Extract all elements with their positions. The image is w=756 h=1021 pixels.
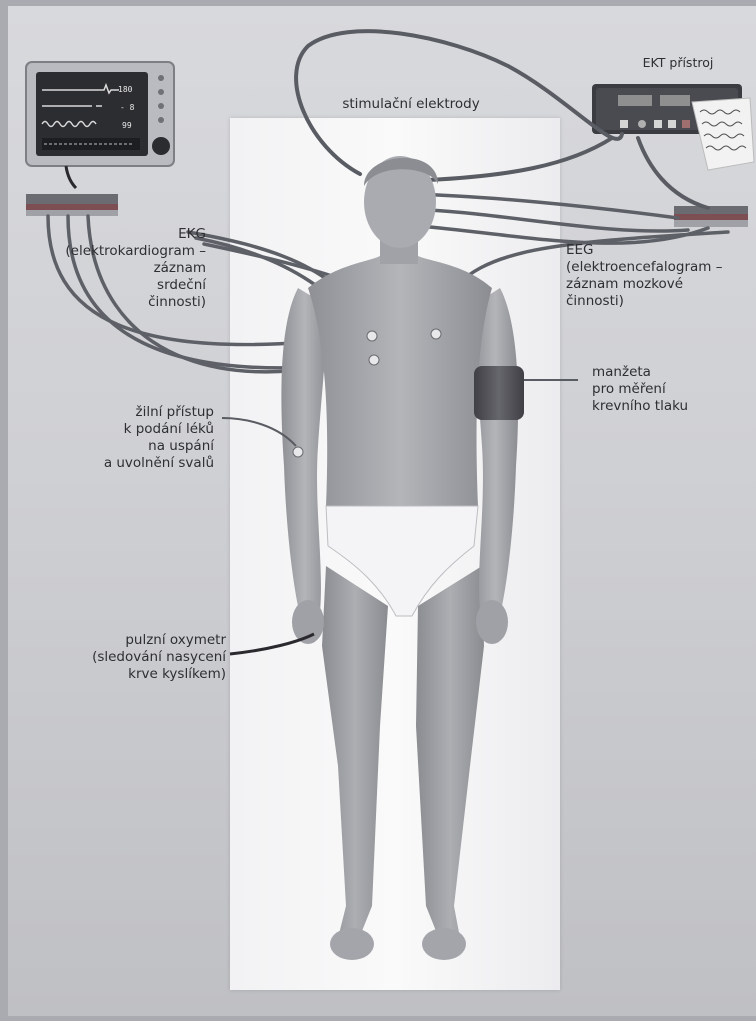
blood-pressure-cuff-label: manžeta pro měření krevního tlaku xyxy=(592,364,742,415)
ekt-device-label: EKT přístroj xyxy=(618,54,738,71)
eeg-label: EEG (elektroencefalogram – záznam mozkov… xyxy=(566,242,756,310)
ekg-label: EKG (elektrokardiogram – záznam srdeční … xyxy=(48,226,206,311)
ekt-device-icon xyxy=(592,84,754,170)
iv-access-label: žilní přístup k podání léků na uspání a … xyxy=(72,404,214,472)
iv-access-point xyxy=(293,447,303,457)
svg-text:180: 180 xyxy=(118,85,133,94)
svg-text:- 8: - 8 xyxy=(120,103,135,112)
eeg-connector-block xyxy=(674,206,748,227)
svg-text:99: 99 xyxy=(122,121,132,130)
patient-monitor-icon: 180 - 8 99 xyxy=(26,62,174,166)
ekg-connector-block xyxy=(26,194,118,216)
stimulation-electrodes-label: stimulační elektrody xyxy=(318,96,504,113)
blood-pressure-cuff xyxy=(474,366,524,420)
diagram-artwork: 180 - 8 99 xyxy=(8,6,756,1016)
illustration-page: 180 - 8 99 xyxy=(8,6,756,1016)
pulse-oximeter-label: pulzní oxymetr (sledování nasycení krve … xyxy=(68,632,226,683)
patient-figure xyxy=(281,156,518,960)
